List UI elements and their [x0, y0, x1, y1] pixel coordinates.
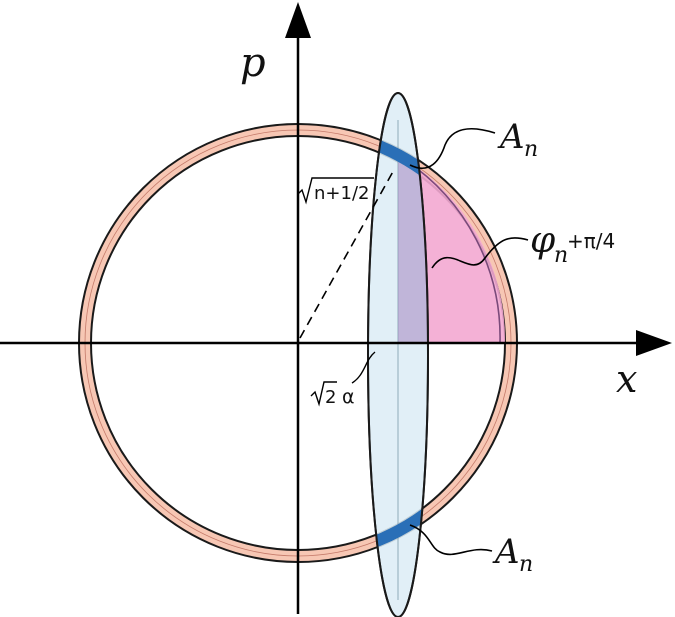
p-axis-arrow	[285, 2, 311, 38]
pointer-offset	[351, 351, 376, 384]
area-label-top-main: A	[497, 117, 525, 157]
ellipse-outline	[367, 92, 429, 617]
pointer-top-area	[409, 127, 496, 169]
area-label-bottom-sub: n	[519, 552, 533, 577]
phase-label-main: φ	[530, 220, 556, 261]
sector-arc	[404, 159, 501, 344]
offset-label: 2 α	[310, 381, 355, 408]
radius-sqrt-sign	[297, 177, 374, 205]
radius-dashed-line	[299, 167, 396, 339]
offset-root-text: 2	[325, 387, 336, 408]
phase-label-add: +π/4	[567, 229, 615, 253]
pointer-phase	[431, 237, 529, 269]
area-label-bottom: A n	[492, 532, 533, 577]
x-axis-arrow	[636, 330, 672, 356]
radius-label: n+1/2	[297, 177, 374, 205]
phase-label: φ n +π/4	[530, 220, 615, 268]
offset-sqrt-sign	[310, 381, 337, 407]
radius-label-text: n+1/2	[314, 183, 369, 204]
p-axis-label: p	[240, 40, 266, 86]
offset-alpha-text: α	[342, 386, 355, 408]
x-axis-label: x	[616, 357, 637, 401]
phase-label-sub: n	[554, 243, 568, 268]
pointer-bottom-area	[409, 524, 493, 556]
area-label-bottom-main: A	[492, 532, 520, 572]
area-label-top-sub: n	[524, 137, 538, 162]
sector-ellipse-overlap	[398, 155, 428, 343]
area-label-top: A n	[497, 117, 538, 162]
